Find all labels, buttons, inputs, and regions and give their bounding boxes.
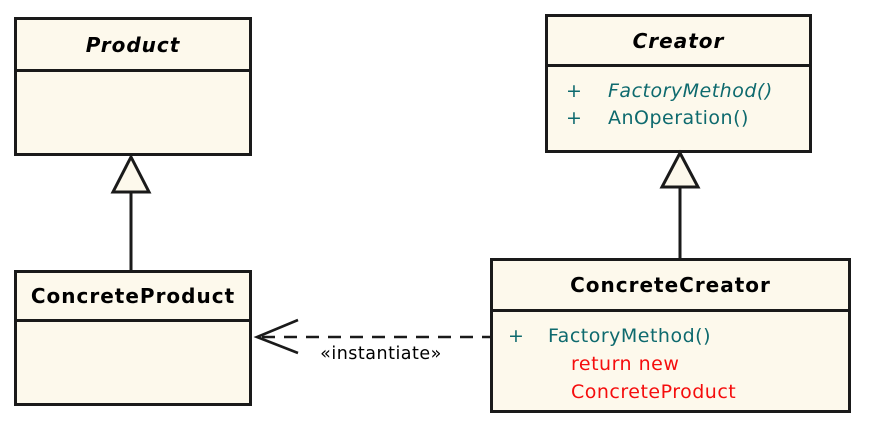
class-product-title: Product xyxy=(17,20,249,72)
open-arrowhead-icon xyxy=(253,318,299,355)
class-creator: Creator + FactoryMethod() + AnOperation(… xyxy=(545,14,812,153)
class-product: Product xyxy=(14,17,252,156)
method-signature: FactoryMethod() xyxy=(548,325,711,347)
inheritance-arrow-product xyxy=(110,153,152,271)
method-factorymethod: + FactoryMethod() xyxy=(566,78,809,105)
visibility-symbol: + xyxy=(566,80,583,102)
class-concrete-creator-body: + FactoryMethod() return new ConcretePro… xyxy=(493,312,848,406)
method-anoperation: + AnOperation() xyxy=(566,105,809,132)
class-concrete-creator: ConcreteCreator + FactoryMethod() return… xyxy=(490,258,851,413)
method-signature: FactoryMethod() xyxy=(608,80,773,102)
class-creator-body: + FactoryMethod() + AnOperation() xyxy=(548,67,809,132)
visibility-symbol: + xyxy=(508,325,525,347)
class-concrete-creator-title: ConcreteCreator xyxy=(493,261,848,312)
hollow-triangle-icon xyxy=(659,149,701,189)
hollow-triangle-icon xyxy=(110,153,152,194)
method-signature: AnOperation() xyxy=(608,107,749,129)
method-factorymethod: + FactoryMethod() xyxy=(508,322,848,350)
visibility-symbol: + xyxy=(566,107,583,129)
class-concrete-product: ConcreteProduct xyxy=(14,270,252,406)
code-note-line-2: ConcreteProduct xyxy=(571,381,737,403)
class-concrete-product-title: ConcreteProduct xyxy=(17,273,249,322)
class-creator-title: Creator xyxy=(548,17,809,67)
inheritance-arrow-creator xyxy=(659,149,701,259)
instantiate-stereotype-label: «instantiate» xyxy=(320,344,442,364)
code-note-line-1: return new xyxy=(571,353,680,375)
